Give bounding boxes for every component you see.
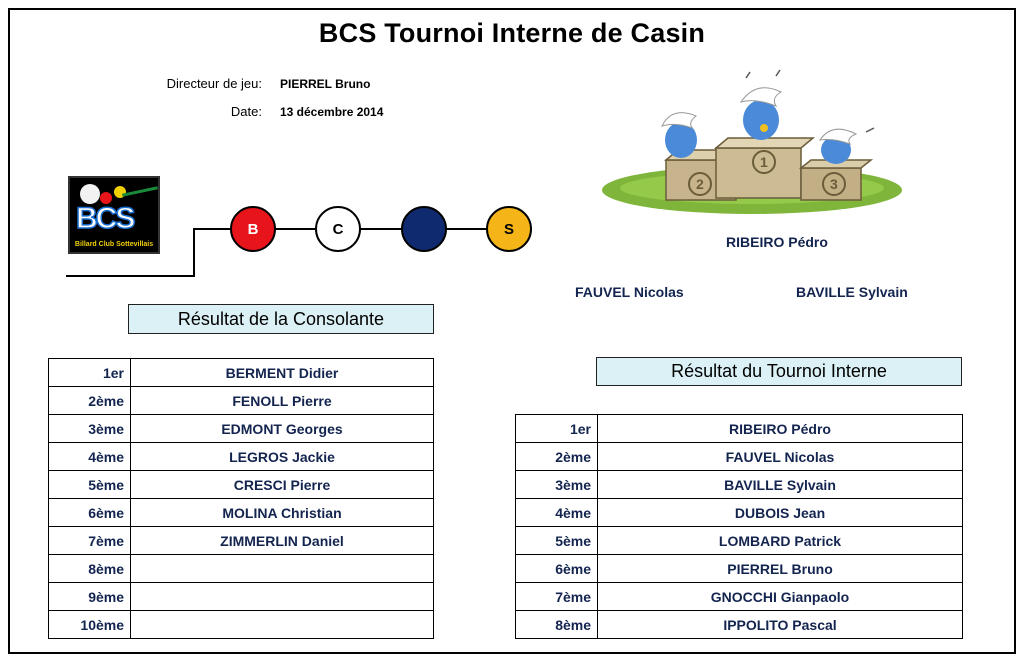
player-name-cell: FAUVEL Nicolas: [597, 442, 963, 471]
rank-cell: 9ème: [48, 582, 131, 611]
ball-connector-line: [66, 228, 524, 277]
player-name-cell: PIERREL Bruno: [597, 554, 963, 583]
consolante-title: Résultat de la Consolante: [128, 304, 434, 334]
director-label: Directeur de jeu:: [166, 76, 262, 91]
logo-letters: BCS: [75, 201, 136, 236]
player-name-cell: LEGROS Jackie: [130, 442, 434, 471]
rank-cell: 4ème: [48, 442, 131, 471]
player-name-cell: FENOLL Pierre: [130, 386, 434, 415]
rank-cell: 8ème: [515, 610, 598, 639]
player-name-cell: [130, 554, 434, 583]
player-name-cell: GNOCCHI Gianpaolo: [597, 582, 963, 611]
svg-text:1: 1: [760, 154, 768, 170]
podium-third-name: BAVILLE Sylvain: [796, 284, 908, 300]
player-name-cell: BAVILLE Sylvain: [597, 470, 963, 499]
player-name-cell: IPPOLITO Pascal: [597, 610, 963, 639]
billiard-ball-icon: C: [315, 206, 361, 252]
svg-text:2: 2: [696, 176, 704, 192]
rank-cell: 3ème: [48, 414, 131, 443]
table-row: 9ème: [48, 582, 434, 611]
director-value: PIERREL Bruno: [280, 77, 371, 91]
rank-cell: 8ème: [48, 554, 131, 583]
table-row: 10ème: [48, 610, 434, 639]
club-logo: BCS Billard Club Sottevillais: [68, 176, 160, 254]
player-name-cell: DUBOIS Jean: [597, 498, 963, 527]
rank-cell: 5ème: [48, 470, 131, 499]
rank-cell: 6ème: [515, 554, 598, 583]
podium-second-name: FAUVEL Nicolas: [575, 284, 684, 300]
billiard-ball-icon: B: [230, 206, 276, 252]
player-name-cell: [130, 582, 434, 611]
tournoi-title: Résultat du Tournoi Interne: [596, 357, 962, 386]
rank-cell: 7ème: [48, 526, 131, 555]
player-name-cell: ZIMMERLIN Daniel: [130, 526, 434, 555]
table-row: 8ème: [48, 554, 434, 583]
podium-illustration: 1 2 3: [602, 69, 902, 214]
billiard-ball-icon: [401, 206, 447, 252]
cue-icon: [122, 186, 158, 197]
player-name-cell: RIBEIRO Pédro: [597, 414, 963, 443]
player-name-cell: EDMONT Georges: [130, 414, 434, 443]
red-ball-icon: [100, 192, 112, 204]
rank-cell: 3ème: [515, 470, 598, 499]
rank-cell: 1er: [515, 414, 598, 443]
rank-cell: 2ème: [515, 442, 598, 471]
podium-first-name: RIBEIRO Pédro: [726, 234, 828, 250]
svg-text:3: 3: [830, 176, 838, 192]
rank-cell: 5ème: [515, 526, 598, 555]
page-title: BCS Tournoi Interne de Casin: [318, 18, 706, 48]
rank-cell: 6ème: [48, 498, 131, 527]
player-name-cell: BERMENT Didier: [130, 358, 434, 387]
player-name-cell: CRESCI Pierre: [130, 470, 434, 499]
rank-cell: 10ème: [48, 610, 131, 639]
billiard-ball-icon: S: [486, 206, 532, 252]
player-name-cell: [130, 610, 434, 639]
rank-cell: 4ème: [515, 498, 598, 527]
logo-club-name: Billard Club Sottevillais: [74, 241, 154, 248]
player-name-cell: MOLINA Christian: [130, 498, 434, 527]
rank-cell: 1er: [48, 358, 131, 387]
player-name-cell: LOMBARD Patrick: [597, 526, 963, 555]
rank-cell: 2ème: [48, 386, 131, 415]
date-value: 13 décembre 2014: [280, 105, 384, 119]
date-label: Date:: [230, 104, 262, 119]
white-ball-icon: [80, 184, 100, 204]
rank-cell: 7ème: [515, 582, 598, 611]
page-frame: [8, 8, 1016, 654]
